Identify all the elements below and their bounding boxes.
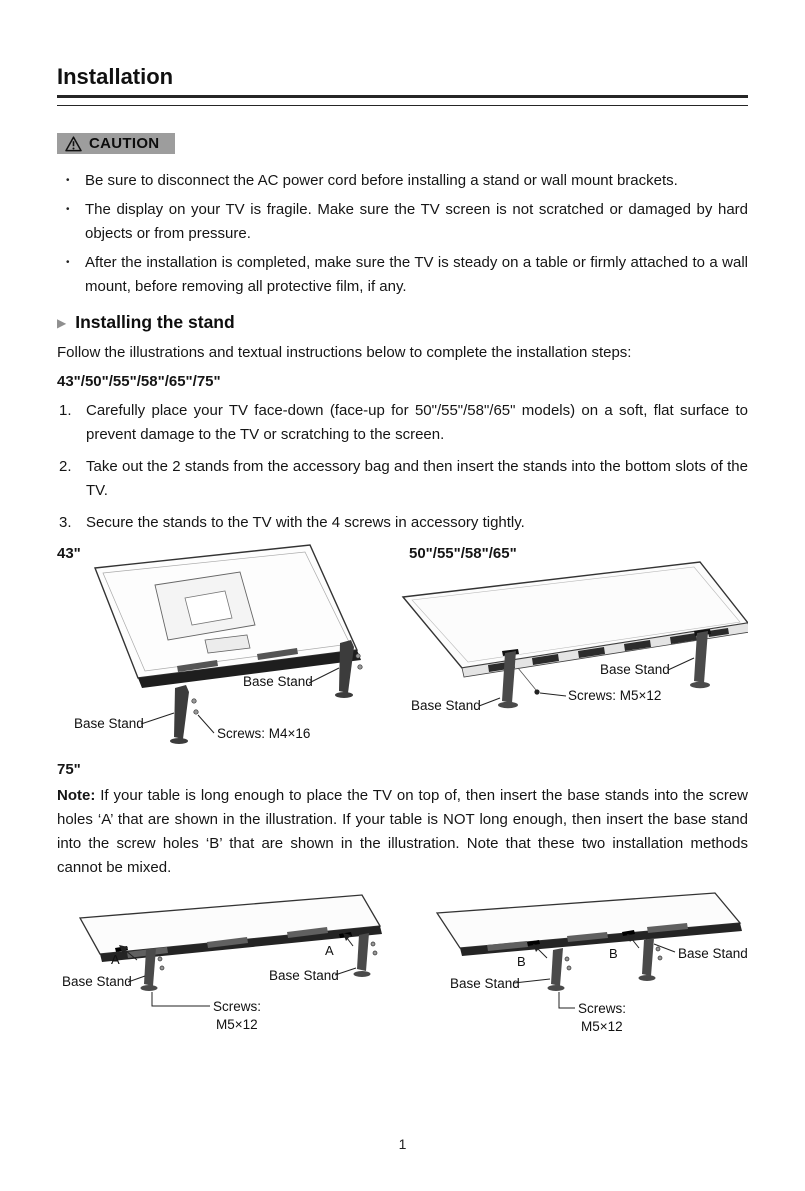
screw-icon [566,965,572,970]
caution-item: Be sure to disconnect the AC power cord … [57,169,748,193]
hole-a-label: A [325,942,334,958]
caution-label: CAUTION [89,135,160,152]
section-heading-installing-the-stand: ▶ Installing the stand [57,312,748,333]
screw-hole-b-right [622,929,635,936]
page-title: Installation [57,64,174,89]
base-stand-right [335,639,363,698]
base-stand-left [140,947,165,991]
screw-icon [357,663,363,670]
step-text: Secure the stands to the TV with the 4 s… [86,513,525,531]
base-stand-right [638,937,663,981]
warning-icon [65,135,82,151]
hole-b-label: B [517,953,526,969]
figure-50-65-title: 50"/55"/58"/65" [409,544,517,562]
section-arrow-icon: ▶ [57,316,67,330]
caution-item: The display on your TV is fragile. Make … [57,198,748,246]
step-number: 2. [59,457,72,475]
step-number: 3. [59,513,72,531]
screw-icon [370,941,376,946]
screw-icon [657,955,663,960]
section-heading-label: Installing the stand [75,311,235,332]
insert-arrows [119,932,354,960]
base-stand-label: Base Stand [411,697,481,713]
screw-icon [655,946,661,951]
step-item: 2. Take out the 2 stands from the access… [57,455,748,503]
figures-row-2: A A Base Stand Base Stand Screws: M5×12 … [57,886,748,1052]
step-text: Carefully place your TV face-down (face-… [86,401,748,443]
base-stand-right [690,630,710,688]
screws-label: Screws: [213,998,262,1014]
step-item: 1. Carefully place your TV face-down (fa… [57,399,748,447]
base-stand-label: Base Stand [600,661,670,677]
tv-panel-body [78,893,382,962]
tv-panel-body [401,560,748,677]
tv-43-illustration [94,543,363,744]
screws-label: M5×12 [581,1018,623,1034]
screws-label: Screws: M5×12 [568,687,662,703]
tv-panel-body [435,891,742,956]
figure-43-title: 43" [57,544,81,562]
insert-arrows [533,933,640,958]
figures-row-1: 43" 50"/55"/58"/65" [57,543,748,755]
screw-hole-b-left [527,939,540,946]
base-stand-right [353,932,378,977]
leader-lines [140,667,340,733]
step-number: 1. [59,401,72,419]
screw-icon [372,950,378,955]
caution-badge: CAUTION [57,133,176,154]
note-text: If your table is long enough to place th… [57,786,748,876]
note-paragraph: Note: If your table is long enough to pl… [57,784,748,880]
section-75-title: 75" [57,760,81,778]
base-stand-label: Base Stand [62,973,132,989]
hole-b-label: B [609,945,618,961]
base-stand-left [547,947,572,991]
screw-icon [355,652,361,659]
base-stand-left [170,684,199,744]
caution-item: After the installation is completed, mak… [57,251,748,299]
base-stand-label: Base Stand [450,975,520,991]
screws-label: Screws: M4×16 [217,725,311,741]
caution-list: Be sure to disconnect the AC power cord … [57,169,748,299]
tv-75-illustration-a [78,893,382,1006]
models-line: 43"/50"/55"/58"/65"/75" [57,372,221,390]
tv-75-illustration-b [435,891,742,1008]
screw-icon [191,697,197,704]
screws-label: Screws: [578,1000,627,1016]
step-text: Take out the 2 stands from the accessory… [86,457,748,499]
leader-lines [478,657,695,706]
intro-text: Follow the illustrations and textual ins… [57,343,632,361]
base-stand-label: Base Stand [243,673,313,689]
screw-icon [534,688,540,695]
screws-label: M5×12 [216,1016,258,1032]
title-divider [57,95,748,106]
installation-steps: 1. Carefully place your TV face-down (fa… [57,399,748,535]
leader-lines [127,967,357,1006]
base-stand-left [498,650,518,708]
step-item: 3. Secure the stands to the TV with the … [57,511,748,535]
screw-icon [193,708,199,715]
base-stand-label: Base Stand [269,967,339,983]
base-stand-label: Base Stand [74,715,144,731]
note-label: Note: [57,786,96,804]
tv-back-body [94,543,361,688]
screw-icon [157,956,163,961]
leader-lines [513,943,676,1008]
screw-icon [159,965,165,970]
hole-a-label: A [111,951,120,967]
base-stand-label: Base Stand [678,945,748,961]
manual-page: Installation CAUTION Be sure to disconne… [0,0,805,1052]
tv-50-65-illustration [401,560,748,708]
screw-icon [564,956,570,961]
page-number: 1 [398,1136,407,1152]
